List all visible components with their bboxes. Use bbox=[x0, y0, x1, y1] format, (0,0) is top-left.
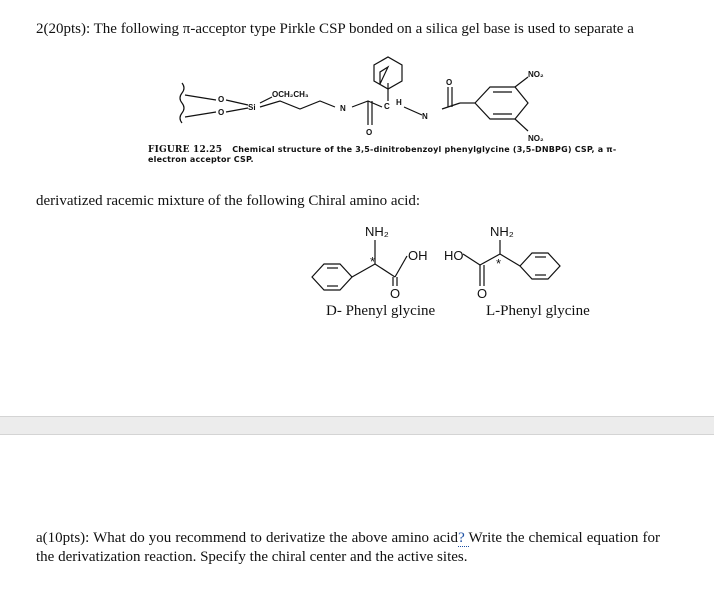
no2-top-label: NO₂ bbox=[528, 70, 544, 79]
part-a-question: a(10pts): What do you recommend to deriv… bbox=[36, 529, 660, 567]
d-phenylglycine-label: D- Phenyl glycine bbox=[326, 303, 436, 319]
d-nh2-label: NH₂ bbox=[365, 224, 389, 239]
l-phenylglycine-label: L-Phenyl glycine bbox=[486, 303, 590, 319]
o-label-top: O bbox=[218, 95, 224, 104]
amino-acid-structures: NH₂ OH O * NH₂ HO O * bbox=[311, 224, 561, 301]
chiral-h-label: H bbox=[396, 98, 402, 107]
page-divider bbox=[0, 416, 714, 435]
o-label-bottom: O bbox=[218, 108, 224, 117]
part-a-inline-link[interactable]: ? bbox=[458, 530, 469, 547]
part-a-text-after: Write the chemical equation for the deri… bbox=[36, 530, 660, 565]
carbonyl-o-label: O bbox=[366, 128, 372, 137]
question-intro-line1: 2(20pts): The following π-acceptor type … bbox=[36, 21, 634, 37]
figure-caption-label: FIGURE 12.25 bbox=[148, 145, 223, 155]
figure-caption-text: Chemical structure of the 3,5-dinitroben… bbox=[148, 145, 617, 164]
chiral-c-label: C bbox=[384, 102, 390, 111]
question-intro-line2: derivatized racemic mixture of the follo… bbox=[36, 193, 421, 209]
part-a-text-before: a(10pts): What do you recommend to deriv… bbox=[36, 530, 459, 546]
d-oh-label: OH bbox=[408, 248, 428, 263]
second-carbonyl-o-label: O bbox=[446, 78, 452, 87]
och2ch3-label: OCH₂CH₃ bbox=[272, 90, 309, 99]
d-chiral-star: * bbox=[370, 254, 375, 269]
l-o-label: O bbox=[477, 286, 487, 301]
csp-structure-diagram: O O Si OCH₂CH₃ N O C H N O NO₂ NO₂ bbox=[179, 56, 544, 143]
l-ho-label: HO bbox=[444, 248, 464, 263]
amide-n-label: N bbox=[340, 104, 346, 113]
second-n-label: N bbox=[422, 112, 428, 121]
no2-bottom-label: NO₂ bbox=[528, 134, 544, 143]
l-chiral-star: * bbox=[496, 256, 501, 271]
si-label: Si bbox=[248, 103, 256, 112]
l-nh2-label: NH₂ bbox=[490, 224, 514, 239]
d-o-label: O bbox=[390, 286, 400, 301]
